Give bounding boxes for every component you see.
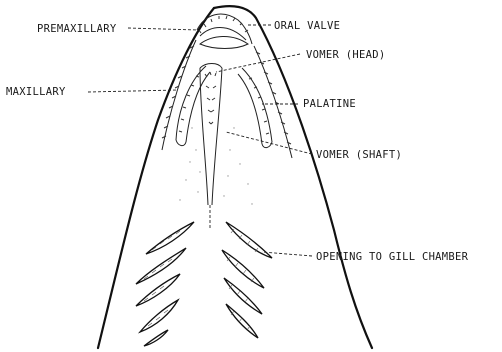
label-oral-valve: ORAL VALVE: [274, 20, 340, 32]
label-palatine: PALATINE: [303, 98, 356, 110]
label-gill-opening: OPENING TO GILL CHAMBER: [316, 251, 469, 263]
gill-openings-left: [136, 222, 194, 346]
head-outline-left: [98, 8, 214, 348]
gill-slit: [140, 300, 178, 332]
mouth-roof-stipple: [179, 127, 252, 204]
oral-valve: [200, 36, 248, 48]
label-vomer-shaft: VOMER (SHAFT): [316, 149, 402, 161]
gill-slit: [144, 330, 168, 346]
leader-lines: [88, 25, 312, 256]
palatine-bone: [176, 66, 272, 148]
gill-openings-right: [222, 222, 272, 338]
label-maxillary: MAXILLARY: [6, 86, 66, 98]
label-vomer-head: VOMER (HEAD): [306, 49, 385, 61]
vomer-bone: [200, 64, 222, 231]
maxillary-bone: [162, 40, 292, 158]
label-premaxillary: PREMAXILLARY: [37, 23, 117, 35]
